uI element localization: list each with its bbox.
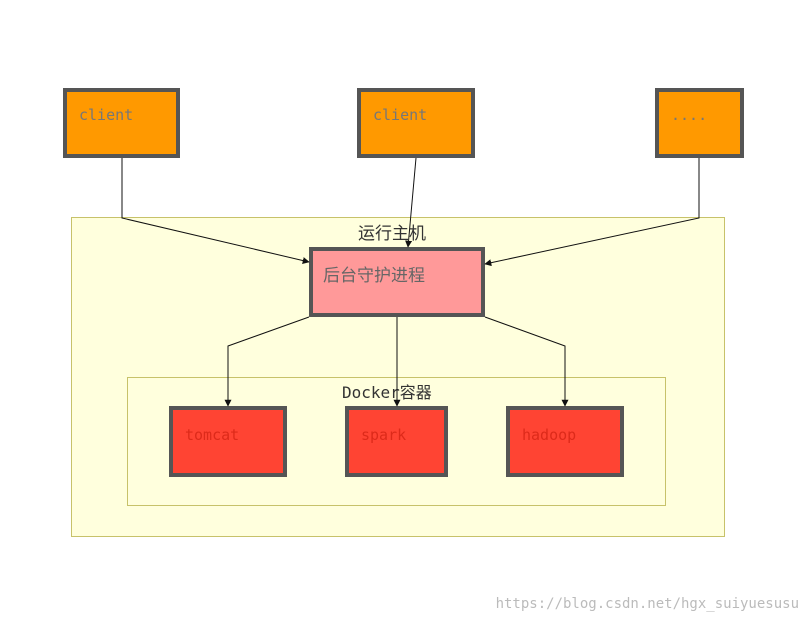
container-label: hadoop: [522, 426, 577, 444]
client-label: ....: [671, 106, 708, 124]
edge-daemon-hadoop: [484, 316, 569, 407]
watermark-url: https://blog.csdn.net/hgx_suiyuesusu: [495, 596, 799, 612]
container-box-tomcat[interactable]: tomcat: [169, 406, 287, 477]
edge-more-daemon: [484, 158, 700, 267]
client-label: client: [79, 106, 134, 124]
container-box-hadoop[interactable]: hadoop: [506, 406, 624, 477]
client-label: client: [373, 106, 428, 124]
client-box-more[interactable]: ....: [655, 88, 744, 158]
client-box-1[interactable]: client: [63, 88, 180, 158]
daemon-label: 后台守护进程: [323, 266, 425, 286]
edge-client1-daemon: [121, 158, 310, 264]
daemon-box[interactable]: 后台守护进程: [309, 247, 485, 317]
edge-client2-daemon: [405, 157, 417, 248]
docker-label: Docker容器: [342, 383, 432, 402]
client-box-2[interactable]: client: [357, 88, 475, 158]
container-box-spark[interactable]: spark: [345, 406, 448, 477]
edge-daemon-tomcat: [224, 316, 310, 407]
container-label: tomcat: [185, 426, 240, 444]
container-label: spark: [361, 426, 407, 444]
